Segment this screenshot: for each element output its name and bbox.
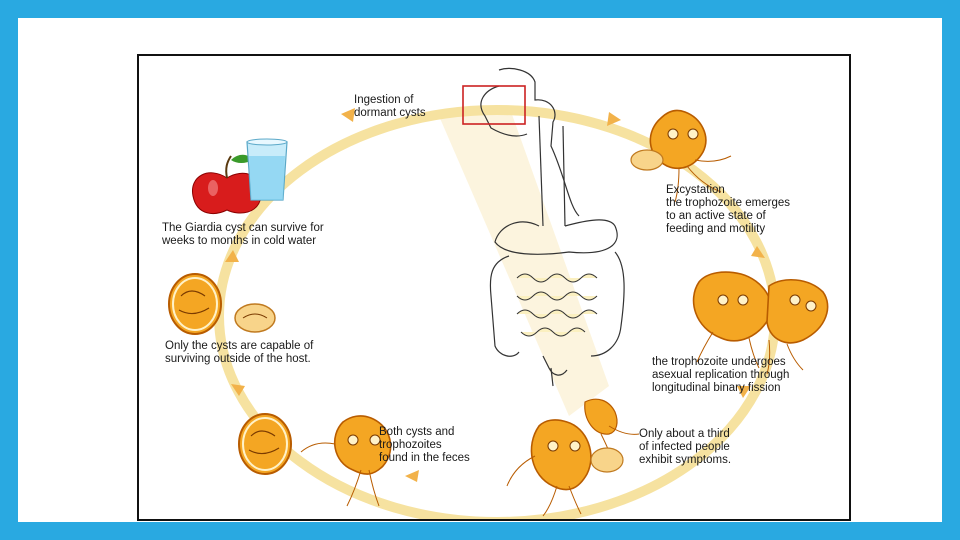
cycle-arrows: [225, 108, 765, 482]
label-symptoms: Only about a third of infected people ex…: [639, 428, 732, 466]
focus-beam: [439, 106, 609, 416]
digestive-tract-icon: [480, 67, 625, 387]
trophozoite-icon: [584, 398, 640, 469]
mouth-zoom-box: [462, 85, 526, 125]
water-glass-icon: [246, 138, 288, 201]
cyst-icon: [590, 447, 624, 473]
label-feces: Both cysts and trophozoites found in the…: [379, 426, 470, 464]
cycle-arrow: [225, 250, 239, 262]
cyst-icon: [238, 413, 292, 475]
trophozoite-icon: [692, 271, 829, 375]
giardia-life-cycle-figure: Ingestion of dormant cysts Excystation t…: [137, 54, 851, 521]
cycle-arrow: [607, 112, 621, 126]
cycle-arrow: [231, 384, 245, 396]
life-cycle-artwork: [168, 67, 829, 519]
cycle-arrow: [341, 108, 355, 122]
trophozoite-icon: [506, 419, 592, 517]
trophozoite-icon: [300, 415, 392, 507]
label-excystation: Excystation the trophozoite emerges to a…: [666, 184, 791, 235]
small-intestine: [516, 273, 598, 337]
cycle-arrow: [751, 246, 765, 258]
cycle-arrow: [405, 470, 419, 482]
cyst-icon: [168, 273, 222, 335]
cyst-icon: [234, 303, 276, 333]
label-water-survival: The Giardia cyst can survive for weeks t…: [162, 222, 324, 247]
cyst-icon: [630, 149, 664, 171]
label-ingestion: Ingestion of dormant cysts: [354, 94, 426, 119]
label-cysts-survive: Only the cysts are capable of surviving …: [165, 340, 314, 365]
apple-icon: [192, 154, 262, 214]
cycle-arrow: [737, 386, 751, 398]
label-replication: the trophozoite undergoes asexual replic…: [652, 356, 790, 394]
slide-background: Ingestion of dormant cysts Excystation t…: [18, 18, 942, 522]
